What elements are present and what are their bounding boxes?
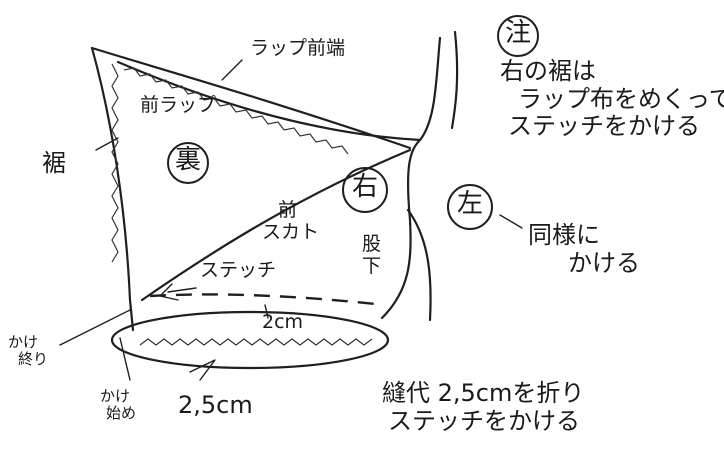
hem-ellipse — [110, 310, 390, 370]
skirt-diagonal — [140, 148, 412, 302]
pointer-hem — [95, 137, 119, 151]
label-left-same: 同様に かける — [528, 221, 640, 277]
label-front-flap: 前ラップ — [140, 94, 217, 116]
bottom-note-line-2: ステッチをかける — [388, 406, 580, 435]
flap-top-edge — [90, 46, 412, 150]
label-2cm: 2cm — [262, 311, 304, 333]
stitch-line — [149, 293, 376, 306]
bottom-note: 縫代 2,5cmを折り ステッチをかける — [382, 379, 585, 435]
left-leg-inner — [406, 208, 432, 322]
leg-left-outline — [90, 46, 135, 332]
hem-zigzag — [139, 338, 373, 346]
label-note-mark: 注 — [505, 18, 532, 48]
label-end-stitch: かけ 終り — [8, 333, 49, 369]
label-start-stitch-line1: かけ — [100, 387, 131, 405]
label-flap-front-edge: ラップ前端 — [250, 37, 346, 59]
label-crotch-line1: 股 — [362, 233, 382, 255]
label-stitch: ステッチ — [200, 259, 277, 281]
flap-fold-edge — [116, 60, 422, 142]
note-line-3: ステッチをかける — [508, 112, 700, 141]
label-end-stitch-line2: 終り — [18, 350, 49, 369]
migi-circle — [342, 167, 388, 213]
flap-zigzag-left — [111, 63, 119, 263]
bottom-note-line-1: 縫代 2,5cmを折り — [382, 379, 585, 407]
pointer-left — [499, 214, 523, 229]
label-end-stitch-line1: かけ — [8, 333, 39, 351]
ura-circle — [167, 142, 209, 184]
label-ura: 裏 — [175, 145, 202, 175]
label-crotch-line2: 下 — [362, 254, 382, 277]
pointer-2cm — [264, 304, 269, 319]
label-hem: 裾 — [42, 149, 66, 177]
label-start-stitch-line2: 始め — [106, 404, 137, 423]
pointer-25 — [189, 359, 216, 381]
label-start-stitch: かけ 始め — [100, 387, 137, 423]
label-hidari: 左 — [457, 189, 484, 219]
pointer-end — [59, 309, 131, 346]
right-leg-outer — [450, 30, 459, 130]
pointer-stitch — [159, 283, 197, 301]
label-left-same-line1: 同様に — [528, 221, 600, 249]
label-front-skirt: 前 スカト — [262, 199, 320, 244]
label-migi: 右 — [352, 172, 379, 202]
pointer-start — [119, 337, 131, 381]
label-left-same-line2: かける — [568, 248, 640, 277]
label-crotch: 股 下 — [362, 233, 382, 278]
label-front-skirt-line2: スカト — [262, 220, 320, 243]
pointer-flap-edge — [221, 59, 243, 81]
note-circle — [497, 15, 539, 57]
note-line-2: ラップ布をめくって — [518, 84, 724, 113]
right-leg-outline — [380, 36, 442, 320]
flap-zigzag-top — [123, 67, 349, 155]
label-seam-25: 2,5cm — [178, 391, 253, 419]
hidari-circle — [447, 184, 493, 230]
label-front-skirt-line1: 前 — [278, 199, 298, 221]
note-line-1: 右の裾は — [500, 57, 596, 85]
note-text: 右の裾は ラップ布をめくって ステッチをかける — [500, 57, 724, 141]
